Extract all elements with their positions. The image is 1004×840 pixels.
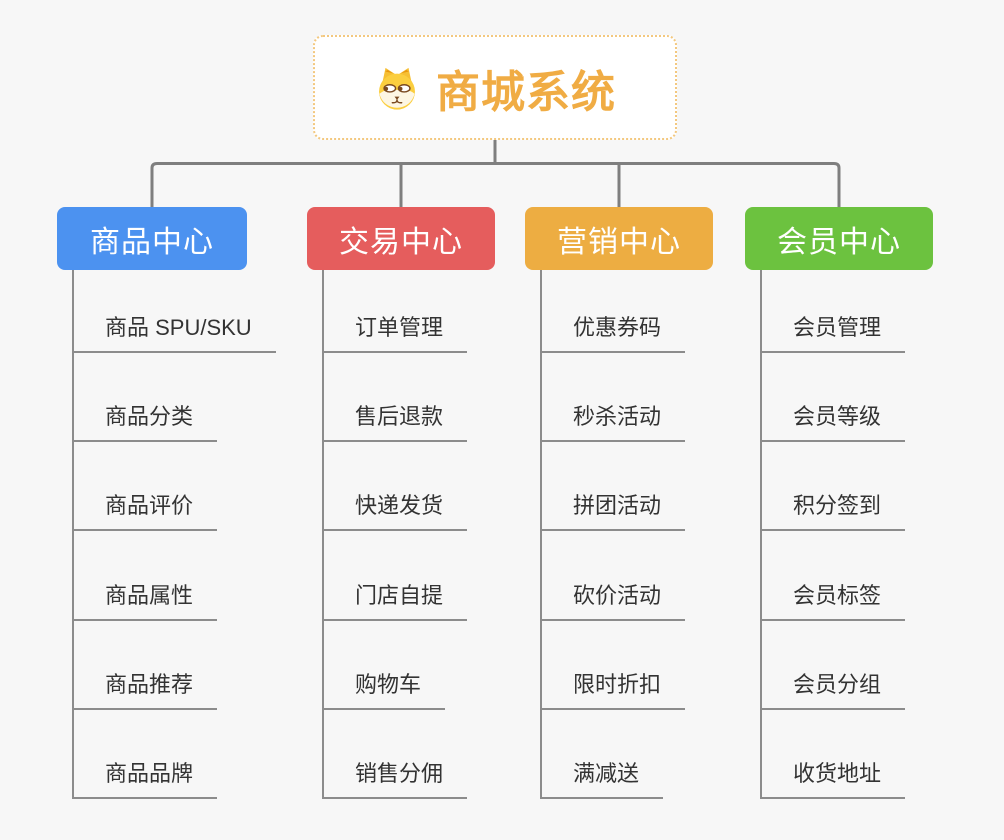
branch-label: 交易中心 xyxy=(339,225,463,259)
leaf-node[interactable]: 会员分组 xyxy=(760,670,906,710)
column-connector-line xyxy=(540,270,542,799)
leaf-node[interactable]: 会员等级 xyxy=(760,402,906,442)
shiba-dog-icon xyxy=(374,64,420,112)
branch-node-member-center[interactable]: 会员中心 xyxy=(745,207,933,270)
branch-node-trade-center[interactable]: 交易中心 xyxy=(307,207,495,270)
leaf-node[interactable]: 会员标签 xyxy=(760,581,906,621)
root-title: 商城系统 xyxy=(436,67,616,117)
leaf-node[interactable]: 销售分佣 xyxy=(322,759,468,799)
leaf-node[interactable]: 门店自提 xyxy=(322,581,468,621)
leaf-node[interactable]: 满减送 xyxy=(540,759,664,799)
branch-node-marketing-center[interactable]: 营销中心 xyxy=(525,207,713,270)
leaf-node[interactable]: 商品 SPU/SKU xyxy=(72,313,276,353)
branch-label: 会员中心 xyxy=(777,225,901,259)
root-node[interactable]: 商城系统 xyxy=(313,35,677,140)
branch-label: 商品中心 xyxy=(90,225,214,259)
leaf-node[interactable]: 商品评价 xyxy=(72,491,218,531)
column-connector-line xyxy=(322,270,324,799)
leaf-node[interactable]: 优惠券码 xyxy=(540,313,686,353)
branch-label: 营销中心 xyxy=(557,225,681,259)
leaf-node[interactable]: 商品属性 xyxy=(72,581,218,621)
leaf-node[interactable]: 砍价活动 xyxy=(540,581,686,621)
column-connector-line xyxy=(760,270,762,799)
column-connector-line xyxy=(72,270,74,799)
leaf-node[interactable]: 限时折扣 xyxy=(540,670,686,710)
branch-bus-line xyxy=(150,162,841,207)
leaf-node[interactable]: 商品推荐 xyxy=(72,670,218,710)
leaf-node[interactable]: 商品分类 xyxy=(72,402,218,442)
leaf-node[interactable]: 购物车 xyxy=(322,670,446,710)
leaf-node[interactable]: 售后退款 xyxy=(322,402,468,442)
leaf-node[interactable]: 收货地址 xyxy=(760,759,906,799)
leaf-node[interactable]: 会员管理 xyxy=(760,313,906,353)
leaf-node[interactable]: 订单管理 xyxy=(322,313,468,353)
leaf-node[interactable]: 商品品牌 xyxy=(72,759,218,799)
branch-node-product-center[interactable]: 商品中心 xyxy=(57,207,247,270)
leaf-node[interactable]: 秒杀活动 xyxy=(540,402,686,442)
leaf-node[interactable]: 拼团活动 xyxy=(540,491,686,531)
leaf-node[interactable]: 积分签到 xyxy=(760,491,906,531)
leaf-node[interactable]: 快递发货 xyxy=(322,491,468,531)
